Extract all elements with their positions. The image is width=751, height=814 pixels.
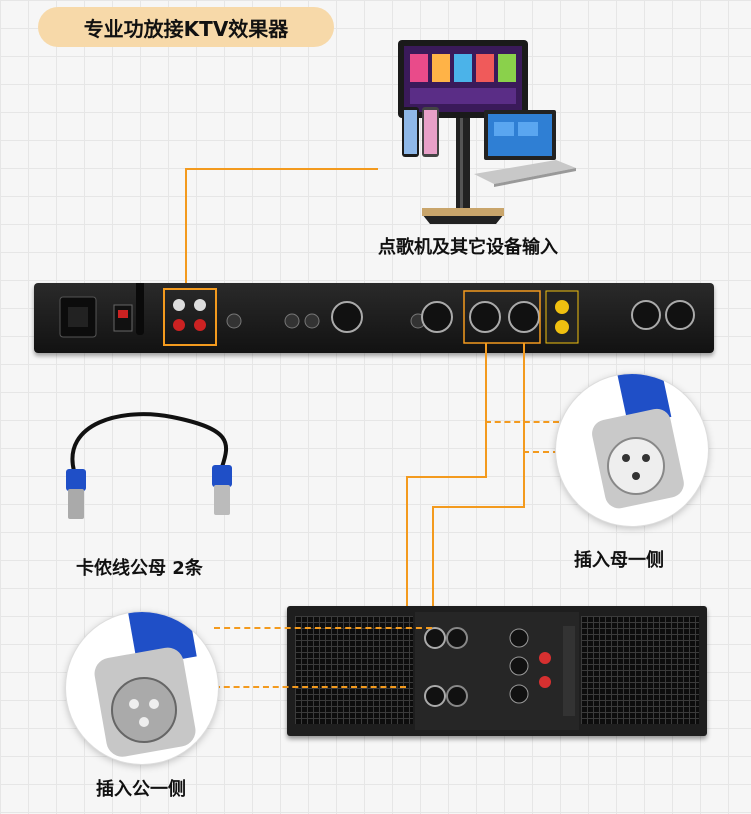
ktv-jukebox-icon	[398, 40, 528, 224]
female-connector-zoom	[556, 374, 708, 526]
xlr-cable-icon	[66, 412, 232, 519]
page-title: 专业功放接KTV效果器	[38, 7, 334, 47]
power-amplifier-rear-panel	[287, 606, 707, 736]
male-connector-zoom	[66, 612, 218, 764]
input-devices-caption: 点歌机及其它设备输入	[378, 237, 558, 258]
ktv-effects-unit-rear-panel	[34, 283, 714, 353]
female-side-caption: 插入母一侧	[574, 550, 664, 571]
xlr-female-connector-icon	[592, 374, 684, 509]
xlr-male-connector-icon	[94, 612, 197, 757]
laptop-icon	[474, 110, 576, 187]
male-side-caption: 插入公一侧	[96, 779, 186, 800]
smartphone-icon	[402, 107, 439, 157]
cables-caption: 卡侬线公母 2条	[76, 558, 203, 579]
